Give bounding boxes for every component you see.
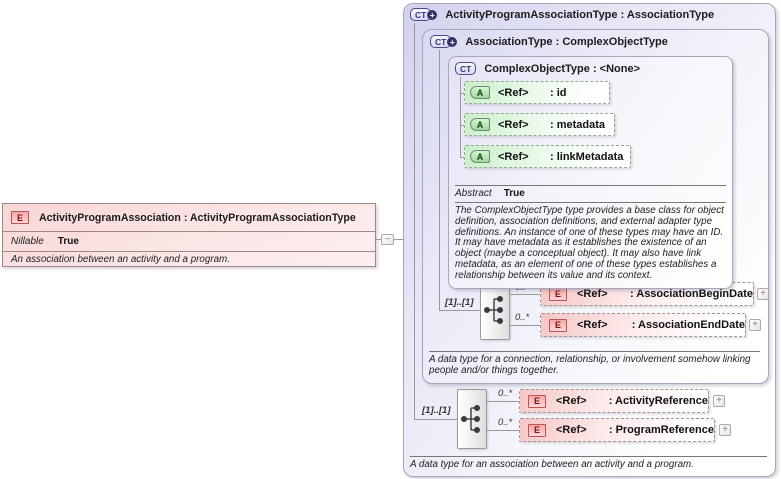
- ref-label: <Ref>: [498, 118, 529, 131]
- attribute-icon: A: [470, 86, 490, 99]
- connector-line: [439, 310, 480, 311]
- connector-line: [460, 93, 464, 94]
- ref-label: <Ref>: [577, 319, 608, 331]
- expand-button[interactable]: +: [719, 424, 731, 436]
- nillable-label: Nillable: [11, 236, 44, 247]
- occurrence-label: 0..*: [515, 312, 530, 323]
- element-icon: E: [549, 318, 567, 332]
- abstract-row: Abstract True: [455, 188, 525, 199]
- attribute-box-metadata[interactable]: A <Ref> : metadata: [464, 113, 615, 136]
- connector-line: [487, 401, 519, 402]
- connector-line: [460, 77, 461, 157]
- divider: [455, 202, 726, 203]
- plus-circle-icon: +: [427, 9, 438, 20]
- divider: [429, 351, 760, 352]
- element-description: An association between an activity and a…: [3, 252, 375, 268]
- middle-type-title: AssociationType : ComplexObjectType: [465, 35, 668, 48]
- element-name: : AssociationBeginDate: [629, 288, 753, 300]
- element-name: : AssociationEndDate: [631, 319, 745, 331]
- connector-line: [439, 50, 440, 310]
- abstract-label: Abstract: [455, 188, 492, 199]
- element-name: : ActivityReference: [608, 395, 708, 407]
- outer-type-header: CT + ActivityProgramAssociationType : As…: [410, 8, 714, 21]
- divider: [410, 456, 767, 457]
- inner-type-title: ComplexObjectType : <None>: [484, 62, 641, 75]
- ref-label: <Ref>: [556, 424, 587, 436]
- ct-extension-icon: CT +: [430, 35, 458, 48]
- expand-button[interactable]: +: [757, 288, 769, 300]
- connector-line: [460, 157, 464, 158]
- attribute-icon: A: [470, 150, 490, 163]
- element-ref-box-program-reference[interactable]: E <Ref> : ProgramReference: [519, 418, 715, 442]
- global-element-box[interactable]: E ActivityProgramAssociation : ActivityP…: [2, 203, 376, 267]
- ref-label: <Ref>: [556, 395, 587, 407]
- element-ref-box-activity-reference[interactable]: E <Ref> : ActivityReference: [519, 389, 709, 413]
- inner-type-box: CT ComplexObjectType : <None> A <Ref> : …: [448, 56, 733, 289]
- ct-extension-icon: CT +: [410, 8, 438, 21]
- plus-circle-icon: +: [447, 36, 458, 47]
- attribute-box-id[interactable]: A <Ref> : id: [464, 81, 610, 104]
- connector-line: [510, 325, 540, 326]
- occurrence-label: 0..*: [498, 417, 513, 428]
- middle-type-box: CT + AssociationType : ComplexObjectType…: [422, 29, 769, 384]
- ct-icon: CT: [455, 62, 477, 75]
- middle-type-description: A data type for a connection, relationsh…: [429, 354, 751, 376]
- occurrence-label: 0..*: [498, 388, 513, 399]
- attribute-icon: A: [470, 118, 490, 131]
- sequence-icon: [457, 389, 487, 449]
- attribute-name: : linkMetadata: [550, 150, 624, 163]
- connector-line: [376, 239, 414, 240]
- expand-button[interactable]: +: [749, 319, 761, 331]
- ct-icon: CT: [430, 35, 452, 48]
- inner-type-header: CT ComplexObjectType : <None>: [455, 62, 640, 75]
- attribute-name: : id: [550, 86, 567, 99]
- connector-line: [414, 23, 415, 419]
- element-title: ActivityProgramAssociation : ActivityPro…: [39, 211, 356, 224]
- sequence-icon: [480, 280, 510, 340]
- element-name: : ProgramReference: [608, 424, 714, 436]
- collapse-button[interactable]: −: [381, 234, 394, 245]
- attribute-name: : metadata: [550, 118, 606, 131]
- ref-label: <Ref>: [577, 288, 608, 300]
- nillable-value: True: [57, 236, 79, 247]
- element-header: E ActivityProgramAssociation : ActivityP…: [3, 204, 375, 232]
- connector-line: [414, 419, 457, 420]
- expand-button[interactable]: +: [713, 395, 725, 407]
- connector-line: [510, 294, 540, 295]
- ct-icon-label: CT: [455, 62, 477, 75]
- element-ref-box-association-end-date[interactable]: E <Ref> : AssociationEndDate: [540, 313, 746, 337]
- outer-type-description: A data type for an association between a…: [410, 459, 694, 470]
- connector-line: [460, 125, 464, 126]
- cardinality-label: [1]..[1]: [445, 297, 474, 308]
- attribute-box-link-metadata[interactable]: A <Ref> : linkMetadata: [464, 145, 631, 168]
- ref-label: <Ref>: [498, 150, 529, 163]
- outer-type-title: ActivityProgramAssociationType : Associa…: [445, 8, 715, 21]
- ref-label: <Ref>: [498, 86, 529, 99]
- element-icon: E: [528, 394, 546, 408]
- element-icon: E: [11, 211, 29, 224]
- divider: [455, 185, 726, 186]
- outer-type-box: CT + ActivityProgramAssociationType : As…: [403, 3, 776, 477]
- inner-type-description: The ComplexObjectType type provides a ba…: [455, 205, 724, 281]
- element-icon: E: [528, 423, 546, 437]
- nillable-row: Nillable True: [3, 232, 375, 252]
- element-description-text: An association between an activity and a…: [11, 253, 230, 265]
- cardinality-label: [1]..[1]: [422, 405, 451, 416]
- abstract-value: True: [503, 188, 525, 199]
- middle-type-header: CT + AssociationType : ComplexObjectType: [430, 35, 668, 48]
- connector-line: [487, 430, 519, 431]
- element-icon: E: [549, 287, 567, 301]
